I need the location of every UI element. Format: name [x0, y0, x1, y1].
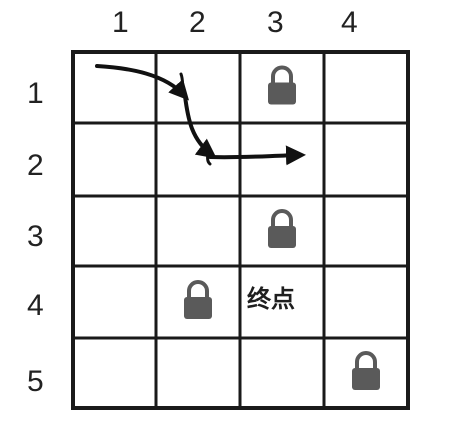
column-label-2: 2: [189, 6, 206, 39]
lock-icon: [352, 351, 380, 390]
path-arrow-segment-1: [95, 64, 190, 101]
end-point-label: 终点: [247, 285, 295, 313]
row-label-5: 5: [27, 365, 44, 398]
path-arrow-tick: [204, 143, 212, 166]
row-label-3: 3: [27, 220, 44, 253]
path-arrow-tick: [179, 72, 187, 98]
column-label-3: 3: [267, 6, 284, 39]
grid-lines: [71, 50, 410, 410]
row-label-4: 4: [27, 289, 44, 322]
lock-icon: [184, 280, 212, 319]
column-label-4: 4: [341, 6, 358, 39]
row-label-2: 2: [27, 149, 44, 182]
lock-icon: [268, 65, 296, 105]
locks-layer: [184, 65, 380, 390]
lock-icon: [268, 209, 296, 248]
path-layer: [95, 64, 306, 166]
column-label-1: 1: [112, 6, 129, 39]
row-label-1: 1: [27, 77, 44, 110]
path-arrow-segment-3: [208, 145, 306, 166]
